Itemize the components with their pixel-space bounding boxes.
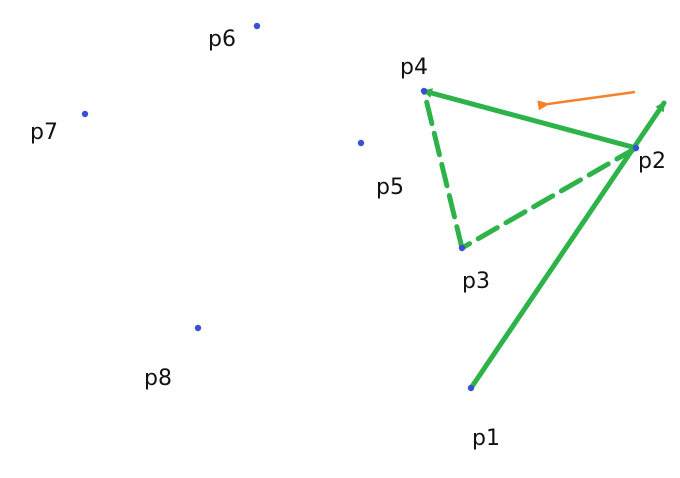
edge-p2-p3 [459,145,639,251]
point-label-p5: p5 [376,175,404,200]
point-label-p4: p4 [400,55,428,80]
point-label-p8: p8 [144,366,172,391]
edges-layer [421,88,667,391]
point-p2 [632,144,640,152]
point-p3 [458,244,466,252]
direction-indicator-arrow [537,90,636,111]
point-p8 [194,324,202,332]
point-p1 [467,384,475,392]
point-p7 [81,110,89,118]
edge-p3-p4 [421,88,465,251]
point-label-p1: p1 [472,426,500,451]
points-layer [81,22,640,392]
point-label-p6: p6 [208,27,236,52]
labels-layer: p1 p2 p3 p4 p5 p6 p7 p8 [30,27,666,451]
point-p5 [357,139,365,147]
edge-p2-p4 [421,88,639,151]
point-label-p7: p7 [30,120,58,145]
point-p6 [253,22,261,30]
point-p4 [420,87,428,95]
point-label-p2: p2 [638,149,666,174]
point-label-p3: p3 [462,269,490,294]
